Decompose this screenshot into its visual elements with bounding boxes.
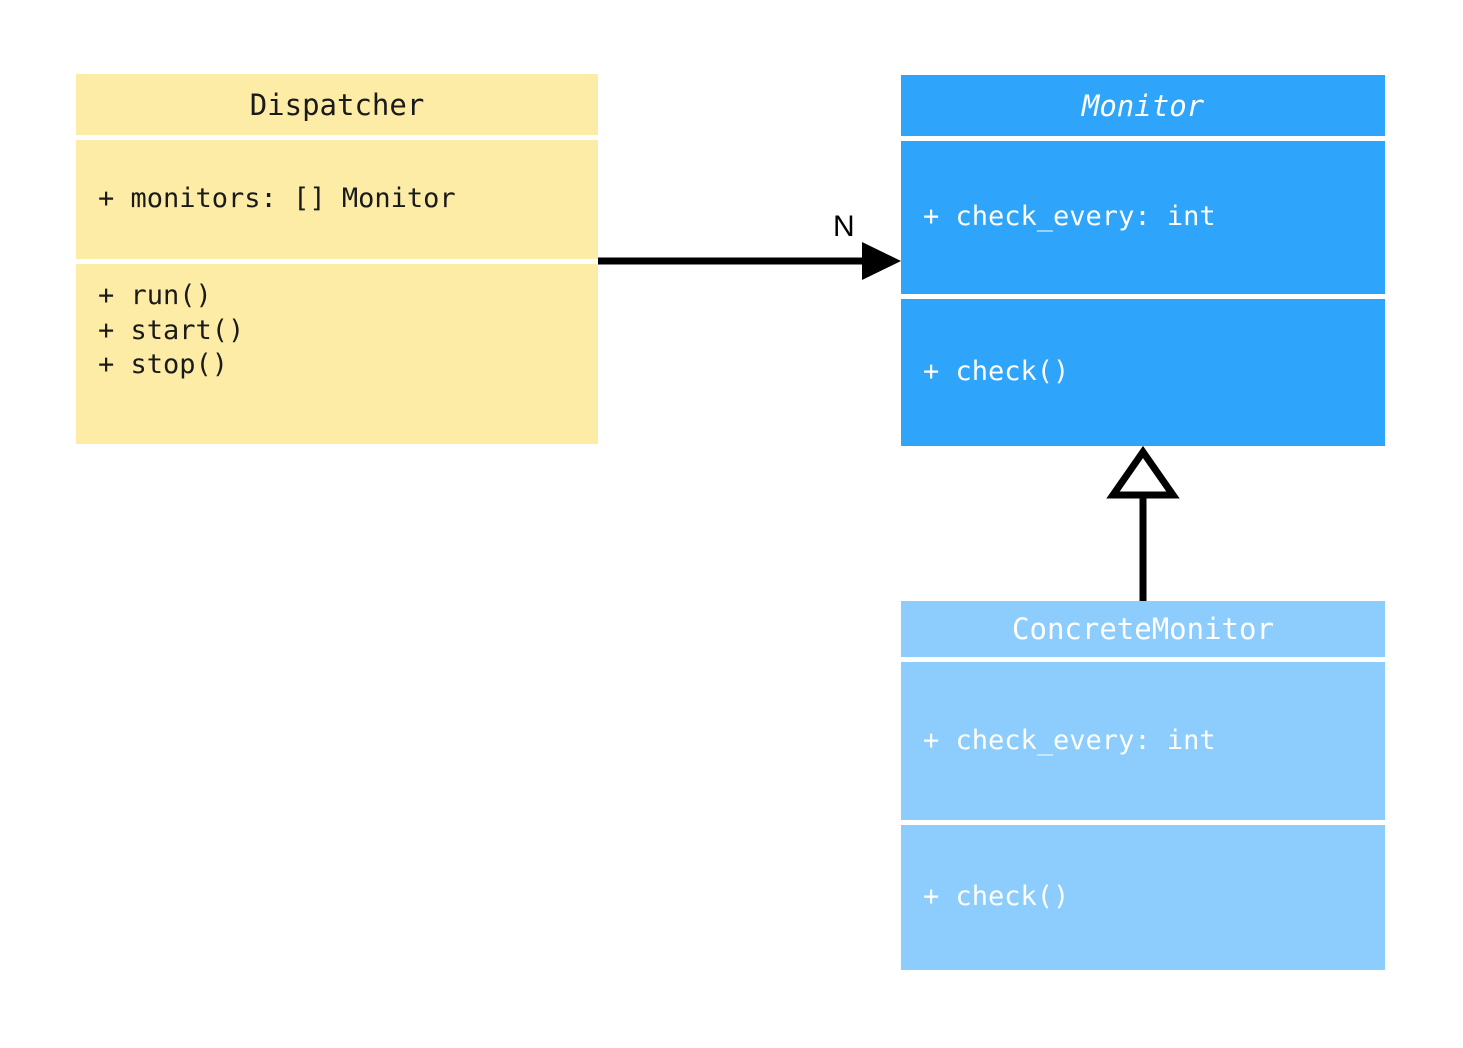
attributes-compartment-monitor: + check_every: int bbox=[901, 141, 1385, 294]
compartment-divider bbox=[901, 136, 1385, 141]
method-item: + run() bbox=[98, 280, 212, 312]
class-title-dispatcher: Dispatcher bbox=[76, 74, 598, 135]
method-item: + check() bbox=[923, 356, 1070, 388]
compartment-divider bbox=[76, 259, 598, 264]
method-item: + stop() bbox=[98, 349, 229, 381]
uml-class-monitor[interactable]: Monitor + check_every: int + check() bbox=[901, 75, 1385, 446]
uml-class-dispatcher[interactable]: Dispatcher + monitors: [] Monitor + run(… bbox=[76, 74, 598, 444]
compartment-divider bbox=[901, 820, 1385, 825]
attributes-compartment-dispatcher: + monitors: [] Monitor bbox=[76, 140, 598, 259]
generalization-edge-concretemonitor-monitor bbox=[1106, 445, 1180, 601]
hollow-triangle-arrowhead-icon bbox=[1106, 445, 1180, 499]
attribute-item: + check_every: int bbox=[923, 201, 1216, 233]
association-multiplicity-label: N bbox=[833, 210, 855, 243]
uml-class-concretemonitor[interactable]: ConcreteMonitor + check_every: int + che… bbox=[901, 601, 1385, 970]
compartment-divider bbox=[901, 294, 1385, 299]
methods-compartment-dispatcher: + run() + start() + stop() bbox=[76, 264, 598, 444]
class-title-monitor: Monitor bbox=[901, 75, 1385, 136]
association-edge-dispatcher-monitor bbox=[598, 242, 901, 280]
methods-compartment-monitor: + check() bbox=[901, 299, 1385, 446]
filled-triangle-arrowhead-icon bbox=[862, 242, 901, 280]
class-title-concretemonitor: ConcreteMonitor bbox=[901, 601, 1385, 657]
attributes-compartment-concretemonitor: + check_every: int bbox=[901, 662, 1385, 820]
method-item: + check() bbox=[923, 881, 1070, 913]
compartment-divider bbox=[901, 657, 1385, 662]
attribute-item: + check_every: int bbox=[923, 724, 1216, 756]
methods-compartment-concretemonitor: + check() bbox=[901, 825, 1385, 970]
compartment-divider bbox=[76, 135, 598, 140]
method-item: + start() bbox=[98, 314, 245, 346]
attribute-item: + monitors: [] Monitor bbox=[98, 183, 456, 215]
